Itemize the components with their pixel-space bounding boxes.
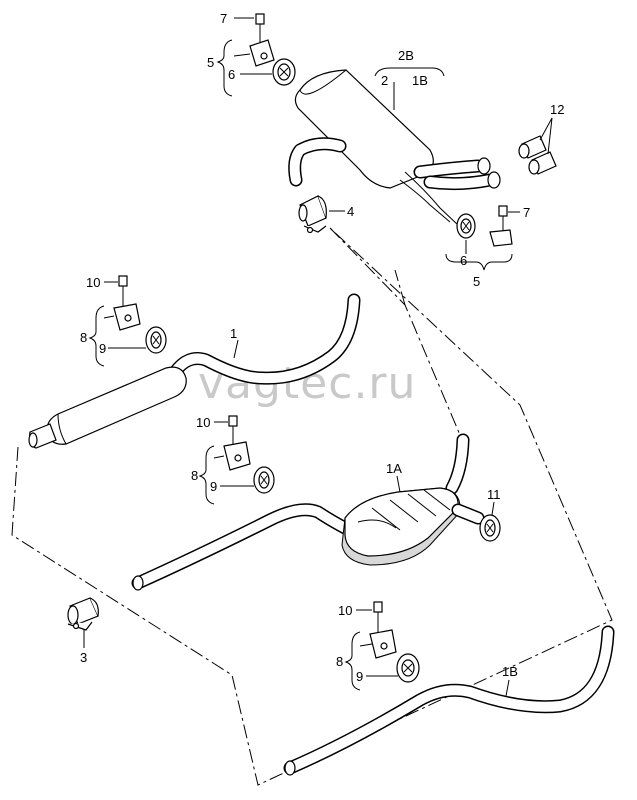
clamp-3 xyxy=(67,597,99,631)
callout-10-b: 10 xyxy=(196,415,210,430)
callout-7-top: 7 xyxy=(220,11,227,26)
connection-lines xyxy=(11,227,613,786)
callout-11: 11 xyxy=(487,487,501,502)
callout-10-a: 10 xyxy=(86,275,100,290)
rear-silencer-2 xyxy=(288,69,501,226)
tailpipe-trims-12 xyxy=(518,135,557,175)
callout-8-c: 8 xyxy=(336,654,343,669)
rubber-mount-11 xyxy=(479,514,501,542)
callout-10-c: 10 xyxy=(338,603,352,618)
hanger-top xyxy=(249,13,296,86)
clamp-4 xyxy=(298,195,327,234)
callout-2b: 2B xyxy=(398,48,414,63)
callout-8-a: 8 xyxy=(80,330,87,345)
hanger-rear xyxy=(369,601,420,683)
callout-4: 4 xyxy=(347,204,354,219)
hanger-front xyxy=(113,275,167,354)
hanger-middle xyxy=(223,415,275,494)
rear-pipe-1b xyxy=(283,625,615,776)
callout-labels: 7 5 6 2B 2 1B 12 4 7 6 5 10 8 9 1 10 8 9… xyxy=(80,11,564,684)
callout-7-right: 7 xyxy=(523,205,530,220)
callout-1b: 1B xyxy=(502,664,518,679)
front-pipe-1 xyxy=(168,293,361,385)
callout-9-b: 9 xyxy=(210,479,217,494)
callout-6-top: 6 xyxy=(228,67,235,82)
callout-1b-top: 1B xyxy=(412,73,428,88)
hanger-right xyxy=(456,205,513,247)
callout-1: 1 xyxy=(230,326,237,341)
callout-2: 2 xyxy=(381,73,388,88)
middle-pipe xyxy=(131,433,470,591)
callout-5-top: 5 xyxy=(207,55,214,70)
callout-5-right: 5 xyxy=(473,274,480,289)
callout-9-a: 9 xyxy=(99,341,106,356)
callout-8-b: 8 xyxy=(191,468,198,483)
leader-lines xyxy=(83,17,553,697)
callout-12: 12 xyxy=(550,102,564,117)
front-silencer xyxy=(28,366,187,449)
callout-1a: 1A xyxy=(386,461,402,476)
callout-3: 3 xyxy=(80,650,87,665)
center-muffler-1a xyxy=(341,487,485,566)
callout-9-c: 9 xyxy=(356,669,363,684)
callout-6-right: 6 xyxy=(460,253,467,268)
